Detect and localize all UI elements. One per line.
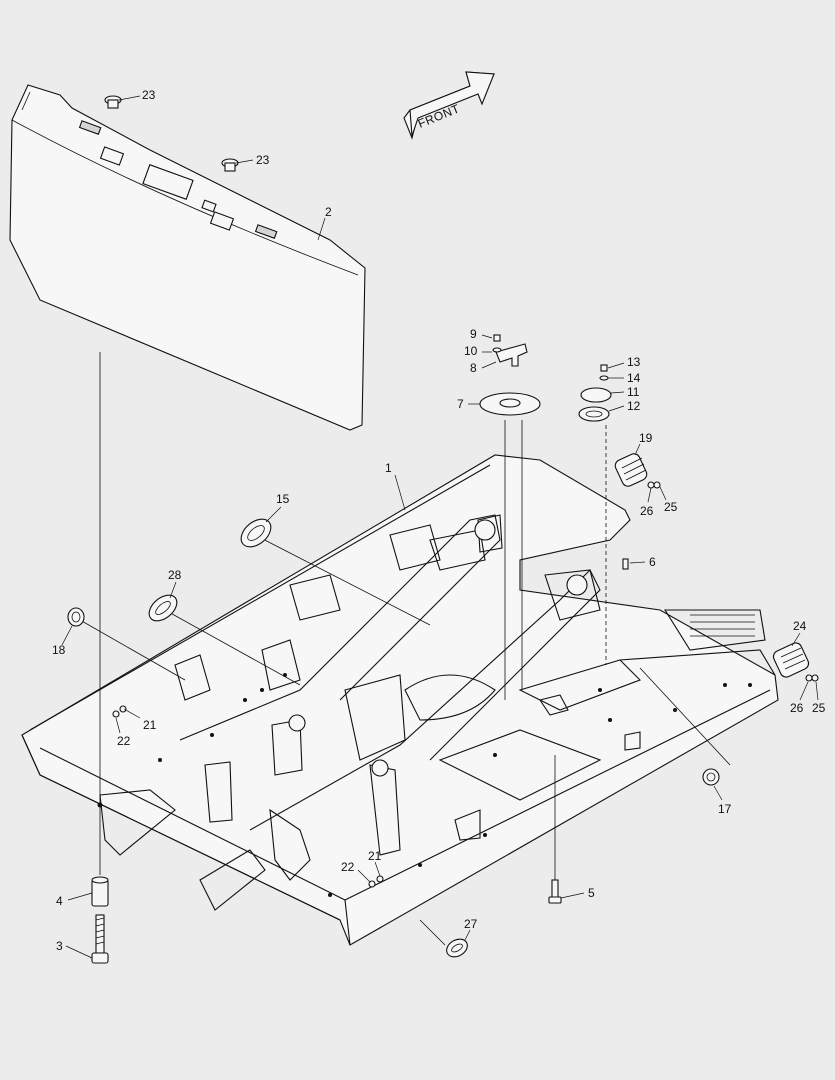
callout-19: 19 bbox=[639, 431, 653, 445]
washer-10 bbox=[492, 347, 502, 353]
callout-17: 17 bbox=[718, 802, 732, 816]
plug-23-left bbox=[104, 95, 122, 109]
washer-7 bbox=[479, 392, 541, 416]
bolt-5 bbox=[548, 879, 562, 904]
bolt-3 bbox=[91, 914, 109, 964]
grommet-18 bbox=[67, 607, 85, 627]
cover-11 bbox=[580, 387, 612, 403]
bolt-21-22-lower bbox=[368, 875, 384, 888]
callout-21: 21 bbox=[143, 718, 157, 732]
grommet-27 bbox=[446, 938, 468, 958]
callout-26: 26 bbox=[790, 701, 804, 715]
callout-23: 23 bbox=[142, 88, 156, 102]
front-arrow: FRONT bbox=[403, 71, 495, 140]
washer-14 bbox=[599, 375, 609, 381]
bracket-8 bbox=[495, 343, 528, 367]
callout-23: 23 bbox=[256, 153, 270, 167]
callout-5: 5 bbox=[588, 886, 595, 900]
callout-22: 22 bbox=[117, 734, 131, 748]
callout-26: 26 bbox=[640, 504, 654, 518]
callout-21: 21 bbox=[368, 849, 382, 863]
callout-12: 12 bbox=[627, 399, 641, 413]
callout-14: 14 bbox=[627, 371, 641, 385]
bolt-25-26-lower bbox=[805, 674, 819, 682]
callout-11: 11 bbox=[627, 385, 640, 399]
callout-24: 24 bbox=[793, 619, 807, 633]
callout-25: 25 bbox=[664, 500, 678, 514]
callout-13: 13 bbox=[627, 355, 641, 369]
main-frame bbox=[21, 454, 779, 946]
gasket-12 bbox=[578, 406, 610, 422]
callout-9: 9 bbox=[470, 327, 477, 341]
callout-2: 2 bbox=[325, 205, 332, 219]
grommet-24 bbox=[772, 642, 810, 678]
bolt-13 bbox=[600, 364, 608, 372]
assembly-lines bbox=[79, 352, 731, 946]
grommet-15 bbox=[240, 518, 272, 548]
counterweight bbox=[9, 84, 366, 431]
callout-4: 4 bbox=[56, 894, 63, 908]
callout-leaders bbox=[61, 95, 819, 959]
bolt-21-22-upper bbox=[112, 705, 127, 718]
callout-7: 7 bbox=[457, 397, 464, 411]
callout-3: 3 bbox=[56, 939, 63, 953]
callout-8: 8 bbox=[470, 361, 477, 375]
bolt-9 bbox=[493, 334, 501, 342]
spacer-4 bbox=[91, 876, 109, 907]
callout-22: 22 bbox=[341, 860, 355, 874]
callout-25: 25 bbox=[812, 701, 826, 715]
callout-1: 1 bbox=[385, 461, 392, 475]
grommet-28 bbox=[148, 594, 178, 622]
callout-28: 28 bbox=[168, 568, 182, 582]
callout-27: 27 bbox=[464, 917, 478, 931]
callout-6: 6 bbox=[649, 555, 656, 569]
bolt-25-26-upper bbox=[647, 481, 661, 489]
callout-18: 18 bbox=[52, 643, 66, 657]
callout-15: 15 bbox=[276, 492, 290, 506]
pin-6 bbox=[622, 558, 629, 570]
callout-labels: 23 23 2 9 10 8 7 13 14 11 12 19 1 15 26 … bbox=[52, 88, 826, 953]
callout-10: 10 bbox=[464, 344, 478, 358]
plug-23-right bbox=[221, 158, 239, 172]
grommet-19 bbox=[614, 453, 648, 487]
grommet-17 bbox=[702, 768, 720, 786]
